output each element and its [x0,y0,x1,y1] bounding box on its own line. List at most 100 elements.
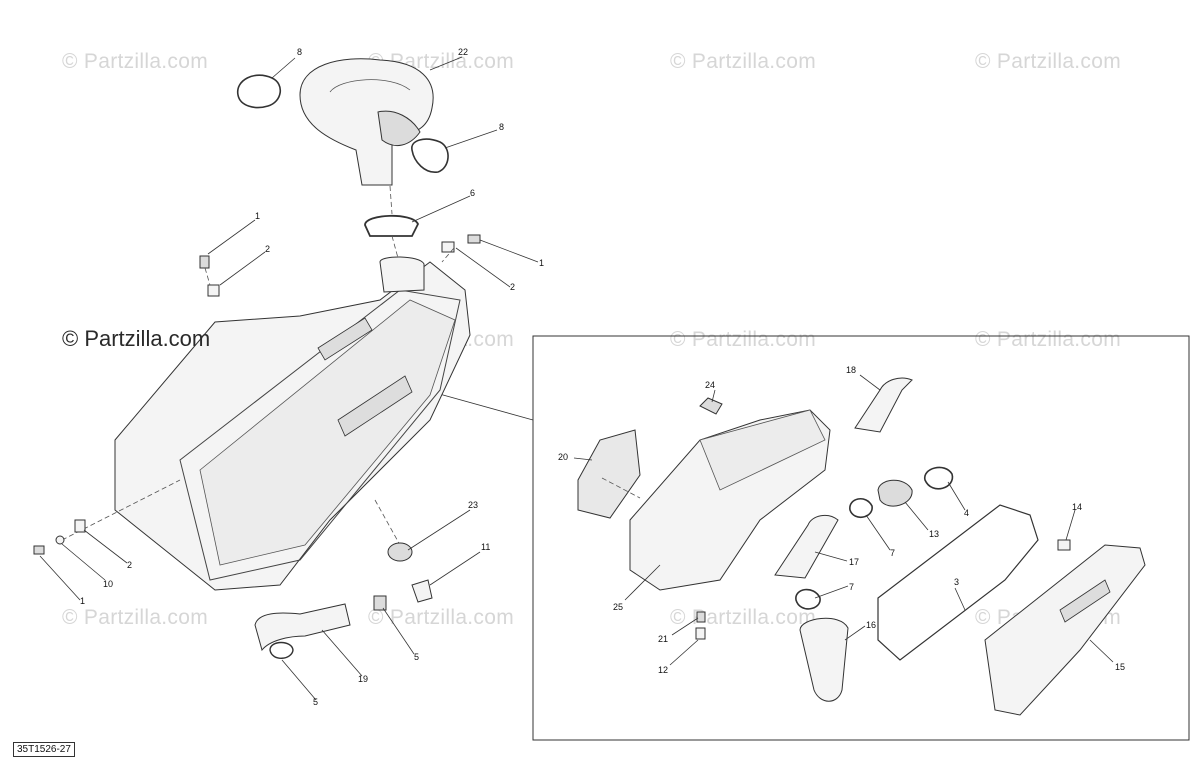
gasket-part [877,504,1039,661]
leader-line [947,481,966,511]
callout-number: 5 [414,652,419,662]
callout-number: 10 [103,579,113,589]
leader-line [859,374,881,391]
callout-number: 8 [499,122,504,132]
callout-number: 16 [866,620,876,630]
callout-number: 24 [705,380,715,390]
clamp-part [795,588,821,610]
center-line [204,267,211,286]
air-filter-part [799,617,849,702]
callout-number: 7 [849,582,854,592]
callout-number: 19 [358,674,368,684]
callout-number: 15 [1115,662,1125,672]
callout-number: 13 [929,529,939,539]
plug-part [695,627,706,640]
label-part [699,397,723,415]
leader-line [814,551,848,562]
leader-line [83,529,128,564]
leader-line [429,551,481,586]
center-line [389,185,393,215]
leader-line [39,555,81,601]
nut-part [74,519,86,533]
leader-line [1065,509,1076,541]
leader-line [281,659,317,701]
callout-number: 14 [1072,502,1082,512]
screw-part [199,255,210,269]
leader-line [865,514,891,551]
watermark: © Partzilla.com [975,328,1122,351]
callout-number: 11 [481,542,490,552]
leader-line [444,129,498,149]
washer-part [55,535,65,545]
leader-line [219,251,266,286]
detail-frame [532,335,1190,741]
fitting-part [696,611,706,623]
coupler-part [877,479,913,507]
clip-part [1057,539,1071,551]
outlet-tube-part [854,377,913,433]
leader-line [429,56,463,71]
drain-fitting-part [411,579,433,603]
hose-clamp-part [373,595,387,611]
leader-line [382,607,415,655]
clamp-part [237,74,281,109]
drain-hose-part [254,603,351,652]
callout-number: 25 [613,602,623,612]
leader-line [1089,639,1114,663]
nut-part [441,241,455,253]
callout-number: 3 [954,577,959,587]
clamp-part [411,138,449,173]
screw-part [467,234,481,244]
leader-line [844,625,866,641]
callout-number: 2 [127,560,132,570]
callout-number: 6 [470,188,475,198]
center-line [391,235,399,259]
callout-number: 1 [80,596,85,606]
callout-number: 17 [849,557,859,567]
watermark: © Partzilla.com [670,50,817,73]
callout-number: 2 [265,244,270,254]
label-plate [317,317,373,361]
duct-bellows-part [377,110,421,147]
grommet-part [387,542,413,562]
callout-number: 2 [510,282,515,292]
brand-plate [337,375,413,437]
leader-line [411,195,471,223]
airbox-cover [199,299,456,566]
leader-line [624,564,661,601]
watermark: © Partzilla.com [62,50,209,73]
leader-line [573,457,593,461]
watermark: © Partzilla.com [975,50,1122,73]
airbox-cover-part [984,544,1146,716]
callout-number: 8 [297,47,302,57]
drawing-reference-code: 35T1526-27 [13,742,75,757]
callout-number: 12 [658,665,668,675]
center-line [374,499,401,546]
leader-line [407,509,471,551]
watermark: © Partzilla.com [368,606,515,629]
watermark: © Partzilla.com [62,606,209,629]
leader-line [207,219,256,255]
callout-number: 5 [313,697,318,707]
leader-line [671,617,699,636]
watermark-main: © Partzilla.com [62,326,211,351]
clamp-part [364,214,420,237]
leader-line [61,543,106,581]
callout-number: 1 [539,258,544,268]
callout-number: 4 [964,508,969,518]
detail-connector-line [424,389,534,421]
leader-line [271,57,296,79]
leader-line [479,239,539,263]
duct-contour [329,79,411,93]
nut-part [207,284,220,297]
screw-part [33,545,45,555]
watermark: © Partzilla.com [670,328,817,351]
airbox-inlet-part [379,256,425,293]
leader-line [904,501,929,531]
center-line [61,479,181,541]
callout-number: 20 [558,452,568,462]
callout-number: 18 [846,365,856,375]
center-line [441,247,455,263]
airbox-base-top [699,409,826,491]
